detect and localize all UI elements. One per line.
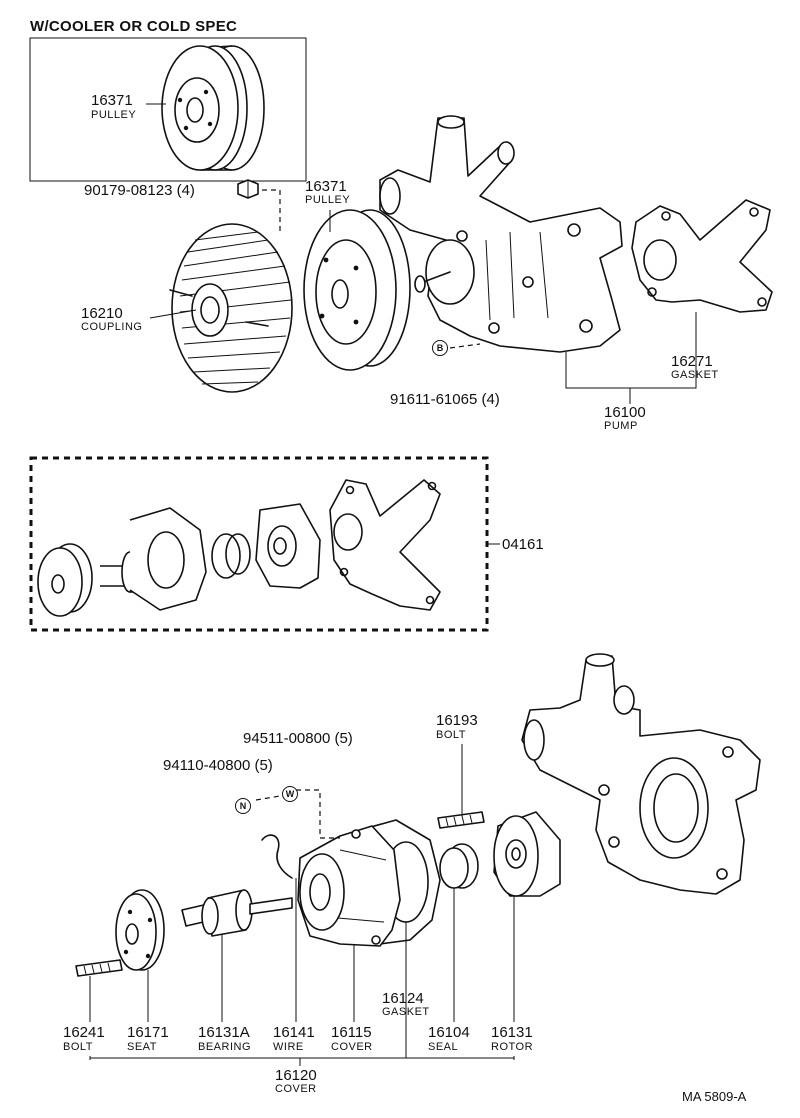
bottom-leaders (89, 878, 515, 1058)
cover-assy-number: 16120 (275, 1067, 317, 1084)
seat-name: SEAT (127, 1041, 157, 1053)
seat-drawing (115, 889, 165, 971)
rotor-number: 16131 (491, 1024, 533, 1041)
kit-parts-drawing (37, 479, 441, 617)
bolt-stud-number: 16193 (436, 712, 478, 729)
kit-number: 04161 (502, 536, 544, 553)
pump-name: PUMP (604, 420, 638, 432)
cover-assy-bracket (89, 1056, 515, 1066)
stud-bolt-drawing (437, 811, 485, 829)
inset-pulley-name: PULLEY (91, 109, 137, 121)
bolt-number: 16241 (63, 1024, 105, 1041)
callout-b: B (432, 340, 448, 356)
bolt-b-number: 91611-61065 (4) (390, 391, 500, 408)
housing-drawing (521, 653, 761, 895)
seal-drawing (439, 843, 479, 889)
gasket-top-number: 16271 (671, 353, 713, 370)
figure-code: MA 5809-A (682, 1089, 747, 1104)
wire-name: WIRE (273, 1041, 304, 1053)
nut-n-number: 94110-40800 (5) (163, 757, 273, 774)
pump-drawing (379, 115, 623, 353)
wire-drawing (261, 834, 293, 879)
bolt-stud-name: BOLT (436, 729, 466, 741)
nut-number: 90179-08123 (4) (84, 182, 195, 199)
gasket-top-drawing (631, 199, 773, 313)
spec-note: W/COOLER OR COLD SPEC (30, 18, 238, 35)
inset-frame (29, 37, 307, 182)
callout-w: W (282, 786, 298, 802)
bearing-drawing (181, 889, 293, 937)
seal-name: SEAL (428, 1041, 459, 1053)
coupling-name: COUPLING (81, 321, 143, 333)
seal-number: 16104 (428, 1024, 470, 1041)
cover-assy-name: COVER (275, 1083, 317, 1095)
coupling-number: 16210 (81, 305, 123, 322)
pump-number: 16100 (604, 404, 646, 421)
coupling-drawing (169, 223, 293, 393)
washer-leader (296, 789, 340, 839)
inset-pulley-number: 16371 (91, 92, 133, 109)
nut-drawing (237, 179, 259, 199)
bolt-b-leader (449, 343, 481, 349)
coupling-leader (149, 309, 197, 319)
pump-bracket (565, 312, 697, 389)
cover-number: 16115 (331, 1024, 372, 1041)
nut-n-leader (255, 795, 281, 801)
pulley-number: 16371 (305, 178, 347, 195)
bearing-number: 16131A (198, 1024, 250, 1041)
washer-number: 94511-00800 (5) (243, 730, 353, 747)
cover-name: COVER (331, 1041, 373, 1053)
nut-leader (262, 189, 281, 232)
bearing-name: BEARING (198, 1041, 252, 1053)
rotor-drawing (493, 811, 561, 897)
rotor-name: ROTOR (491, 1041, 534, 1053)
small-bolt-drawing (75, 959, 123, 977)
callout-n: N (235, 798, 251, 814)
pulley-name: PULLEY (305, 194, 351, 206)
bolt-name: BOLT (63, 1041, 93, 1053)
gasket-top-name: GASKET (671, 369, 719, 381)
gasket-cover-name: GASKET (382, 1006, 430, 1018)
inset-pulley-drawing (146, 45, 265, 171)
seat-number: 16171 (127, 1024, 169, 1041)
cover-drawing (297, 819, 441, 947)
gasket-cover-number: 16124 (382, 990, 424, 1007)
pulley-drawing (303, 209, 411, 371)
wire-number: 16141 (273, 1024, 315, 1041)
